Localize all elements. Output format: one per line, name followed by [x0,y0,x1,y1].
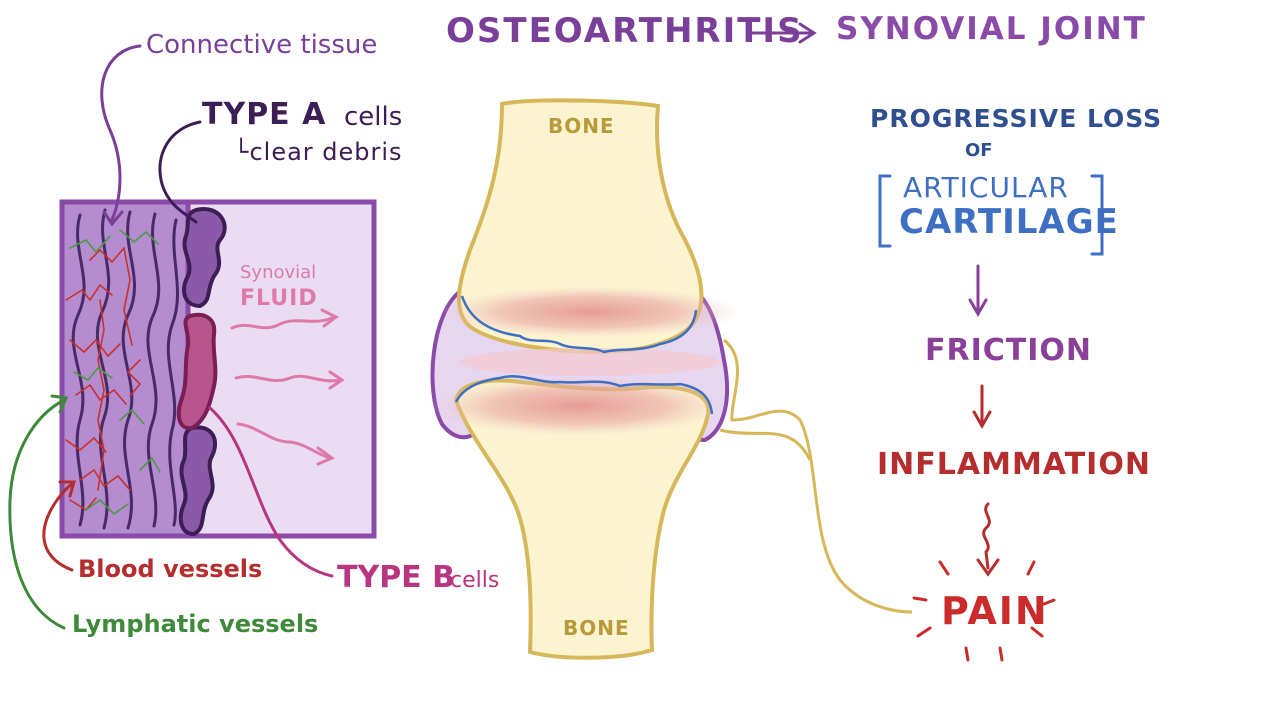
bracket-left [878,174,892,248]
label-type-a-cells: cells [344,102,403,132]
arrow-to-pain [976,502,1000,577]
label-lymphatic-vessels: Lymphatic vessels [72,610,319,638]
cartilage-upper [440,286,740,338]
connective-fibers [71,208,179,530]
label-clear-debris: └clear debris [234,138,403,166]
synovial-lining-upper [460,295,698,354]
label-type-b: TYPE B [337,560,455,595]
flow-friction: FRICTION [925,333,1093,368]
label-blood-vessels: Blood vessels [78,555,263,583]
flow-pain: PAIN [941,589,1049,633]
pain-burst-icon [912,560,1056,662]
arrow-to-friction [968,264,988,318]
blood-vessel-network [65,247,142,512]
joint-pain-pointer [723,338,913,614]
lymphatic-vessel-network [69,229,161,516]
title-osteoarthritis: OSTEOARTHRITIS [446,11,804,51]
flow-progressive-loss: PROGRESSIVE LOSS [870,104,1163,133]
label-type-a: TYPE A [202,97,327,132]
label-connective-tissue: Connective tissue [146,30,378,60]
cartilage-lower [428,376,728,436]
bracket-right [1090,174,1104,256]
synovial-lining-lower [454,375,714,415]
lymphatic-vessels-pointer [8,398,66,630]
synovial-joint [428,98,913,660]
label-synovial: Synovial [240,262,317,283]
flow-articular: ARTICULAR [903,171,1069,204]
label-fluid: FLUID [240,286,318,311]
synovial-membrane-panel [59,199,377,539]
label-clear-debris-text: clear debris [249,138,403,166]
arrow-to-inflammation [972,384,992,430]
type-a-pointer [158,120,202,224]
connective-tissue-pointer [100,44,142,222]
flow-cartilage: CARTILAGE [899,202,1119,242]
label-bone-bottom: BONE [563,616,630,640]
type-b-pointer [208,406,334,578]
label-type-b-cells: cells [450,568,500,593]
type-a-cell-lower [178,425,218,537]
flow-inflammation: INFLAMMATION [877,447,1151,482]
flow-graphics [750,22,1104,662]
left-panel-pointers [8,44,334,630]
type-a-cell-upper [182,207,227,309]
type-b-cell [176,312,218,431]
label-bone-top: BONE [548,114,615,138]
joint-space-glow [460,348,720,376]
flow-of: OF [965,140,993,161]
fluid-flow-arrows [230,308,345,466]
title-arrow [750,22,817,44]
blood-vessels-pointer [42,482,74,572]
title-synovial-joint: SYNOVIAL JOINT [836,11,1147,47]
